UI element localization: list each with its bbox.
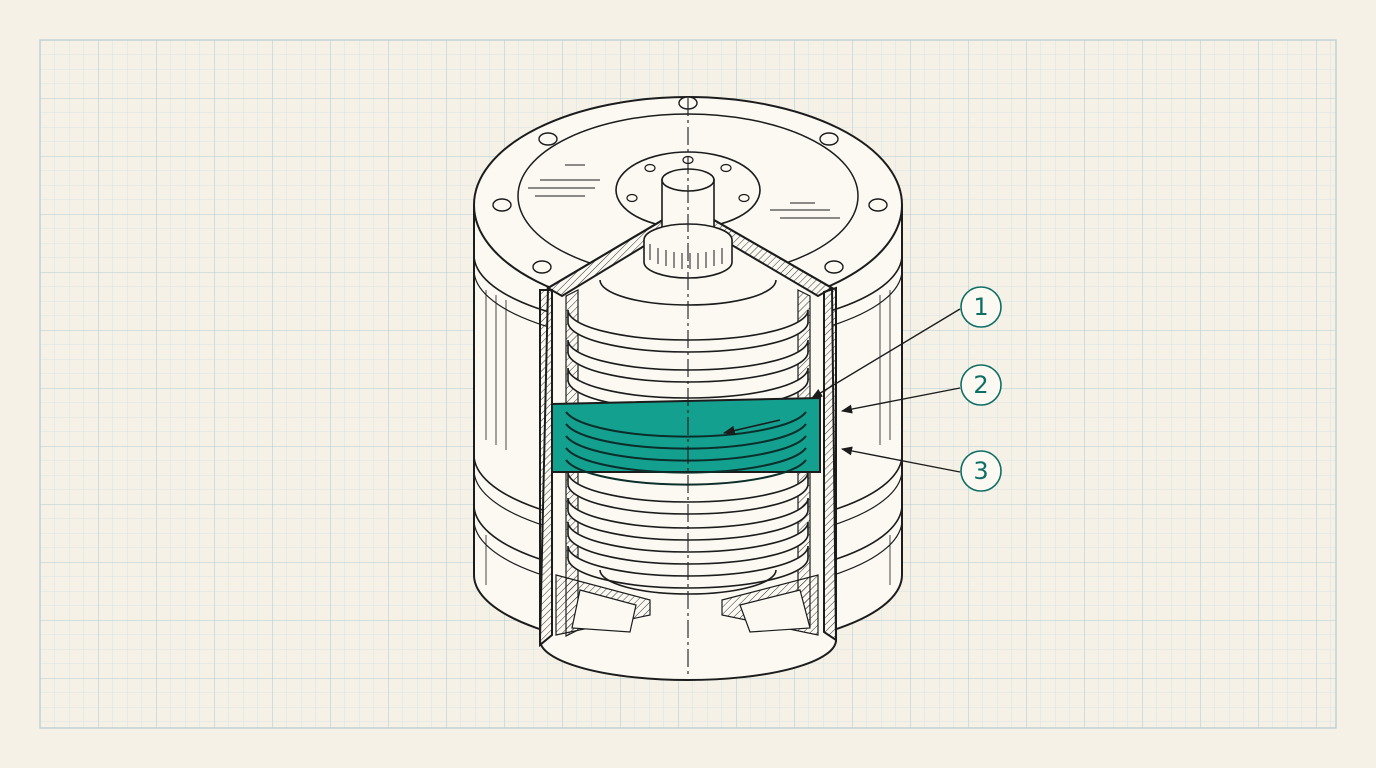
callout-1-label: 1: [973, 293, 988, 321]
callout-1: 1: [960, 286, 1002, 328]
highlighted-disc-section: [551, 396, 821, 486]
leader-lines: [811, 308, 961, 473]
callout-2: 2: [960, 364, 1002, 406]
callout-3-label: 3: [973, 457, 988, 485]
disc-stack: [567, 309, 809, 595]
callout-2-label: 2: [973, 371, 988, 399]
callout-3: 3: [960, 450, 1002, 492]
shaft-gear: [599, 168, 777, 306]
